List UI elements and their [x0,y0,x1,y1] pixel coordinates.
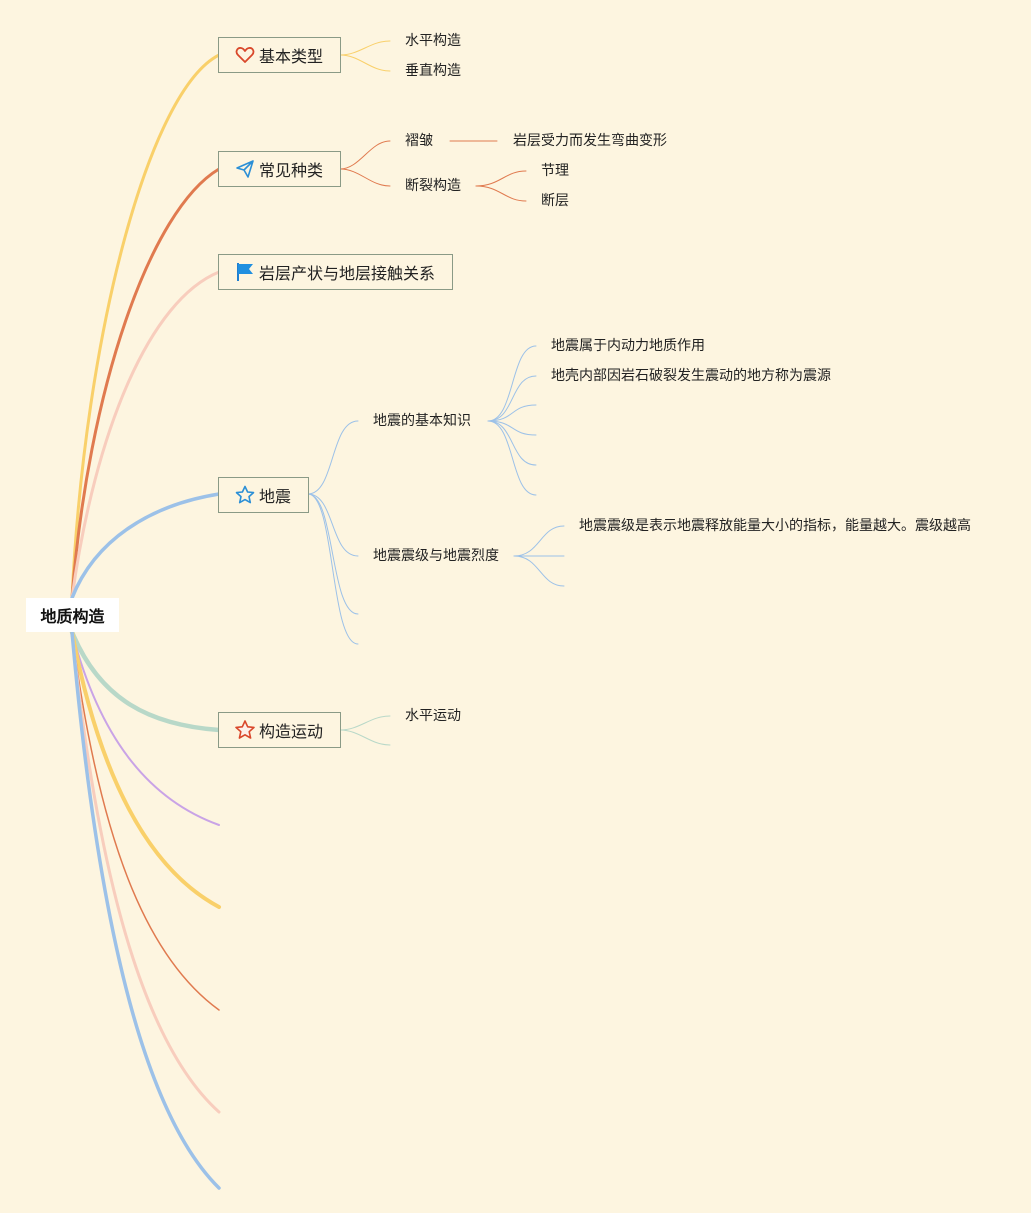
subnode-earthquake-basics[interactable]: 地震的基本知识 [373,413,471,429]
node-earthquake-label: 地震 [259,487,292,506]
star-red-icon [235,720,255,740]
branch-line-tectonic-movement [69,629,222,733]
node-common-kinds-label: 常见种类 [259,161,324,180]
node-common-kinds[interactable]: 常见种类 [218,151,341,187]
flag-icon [235,262,255,282]
node-attitude-label: 岩层产状与地层接触关系 [259,264,436,283]
root-label: 地质构造 [40,607,105,626]
leaf-earthquake-basics-2[interactable]: 地壳内部因岩石破裂发生震动的地方称为震源 [551,368,831,384]
branch-line-basic-types [70,53,221,600]
branch-line-common-kinds [70,167,221,600]
branch-line-empty-yellow [70,630,221,909]
node-attitude[interactable]: 岩层产状与地层接触关系 [218,254,453,290]
branch-line-empty-blue [70,630,221,1190]
leaf-magnitude-1[interactable]: 地震震级是表示地震释放能量大小的指标，能量越大。震级越高 [579,518,971,534]
leaf-fault[interactable]: 断层 [541,193,569,209]
branch-line-earthquake [70,492,221,600]
node-tectonic-movement-label: 构造运动 [259,722,324,741]
subnode-fold[interactable]: 褶皱 [405,133,433,149]
leaf-horizontal-movement[interactable]: 水平运动 [405,708,461,724]
branch-line-empty-purple [71,631,220,826]
leaf-joint[interactable]: 节理 [541,163,569,179]
paper-plane-icon [235,159,255,179]
node-earthquake[interactable]: 地震 [218,477,309,513]
node-basic-types-label: 基本类型 [259,47,324,66]
subnode-fault-structure[interactable]: 断裂构造 [405,178,461,194]
subnode-magnitude-intensity[interactable]: 地震震级与地震烈度 [373,548,499,564]
node-tectonic-movement[interactable]: 构造运动 [218,712,341,748]
star-outline-icon [235,485,255,505]
branch-line-empty-orange [71,631,220,1011]
root-node[interactable]: 地质构造 [26,598,119,632]
branch-line-empty-pink [70,630,221,1114]
leaf-earthquake-basics-1[interactable]: 地震属于内动力地质作用 [551,338,705,354]
leaf-fold-detail[interactable]: 岩层受力而发生弯曲变形 [513,133,667,149]
node-basic-types[interactable]: 基本类型 [218,37,341,73]
leaf-vertical-structure[interactable]: 垂直构造 [405,63,461,79]
leaf-horizontal-structure[interactable]: 水平构造 [405,33,461,49]
heart-icon [235,45,255,65]
branch-line-attitude [70,270,221,600]
